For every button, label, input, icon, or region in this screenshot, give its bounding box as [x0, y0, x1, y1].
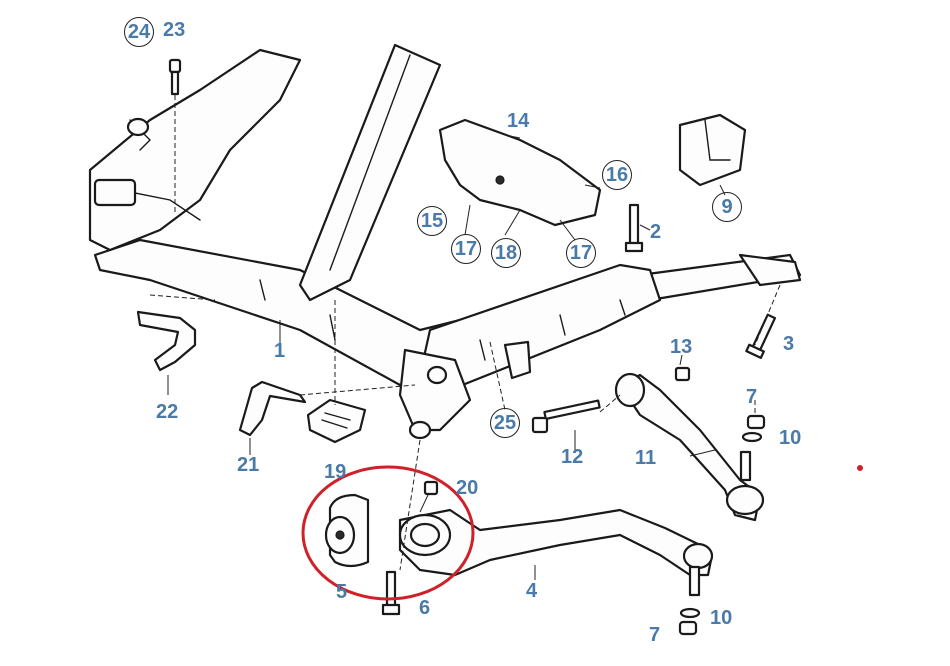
callout-11: 11: [635, 447, 657, 469]
leader-lines: [149, 95, 781, 580]
callout-19: 19: [324, 461, 347, 483]
callout-1: 1: [274, 340, 286, 362]
callout-6: 6: [419, 597, 431, 619]
callout-4: 4: [526, 580, 538, 602]
callout-16: 16: [602, 160, 632, 190]
callout-18: 18: [491, 238, 521, 268]
nut-20: [423, 480, 439, 496]
bracket-21: [238, 380, 307, 437]
washer-10-lower: [679, 607, 701, 619]
engine-mount-bracket: [678, 113, 747, 187]
control-arm-4: [398, 508, 714, 597]
front-subframe: [88, 43, 802, 440]
nut-7-lower: [678, 620, 698, 636]
callout-24: 24: [124, 17, 154, 47]
nut-7-upper: [746, 414, 766, 430]
shield-stud: [495, 175, 505, 185]
callout-20: 20: [456, 477, 479, 499]
callout-17-right: 17: [566, 238, 596, 268]
control-arm-11: [614, 372, 765, 522]
washer-10-upper: [741, 431, 763, 443]
mount-pad-19: [306, 398, 367, 444]
callout-13: 13: [670, 336, 693, 358]
callout-14: 14: [507, 110, 530, 132]
callout-10-lower: 10: [710, 607, 733, 629]
callout-7-upper: 7: [746, 386, 758, 408]
bolt-12: [531, 399, 601, 434]
bolt-23: [168, 58, 182, 96]
heat-shield: [438, 118, 602, 227]
red-dot: [857, 465, 863, 471]
callout-15: 15: [417, 206, 447, 236]
callout-10-upper: 10: [779, 427, 802, 449]
bolt-6: [381, 570, 401, 616]
bolt-2: [624, 203, 644, 253]
bolt-3: [745, 313, 777, 359]
callout-9: 9: [712, 192, 742, 222]
highlight-ring: [301, 465, 475, 601]
callout-12: 12: [561, 446, 584, 468]
callout-3: 3: [783, 333, 795, 355]
callout-21: 21: [237, 454, 260, 476]
bracket-22: [136, 310, 197, 372]
callout-23: 23: [163, 19, 186, 41]
callout-7-lower: 7: [649, 624, 661, 646]
bushing-5: [324, 493, 370, 568]
callout-2: 2: [650, 221, 662, 243]
nut-13: [674, 366, 691, 382]
callout-22: 22: [156, 401, 179, 423]
callout-17-left: 17: [451, 234, 481, 264]
callout-5: 5: [336, 581, 348, 603]
callout-25: 25: [490, 408, 520, 438]
